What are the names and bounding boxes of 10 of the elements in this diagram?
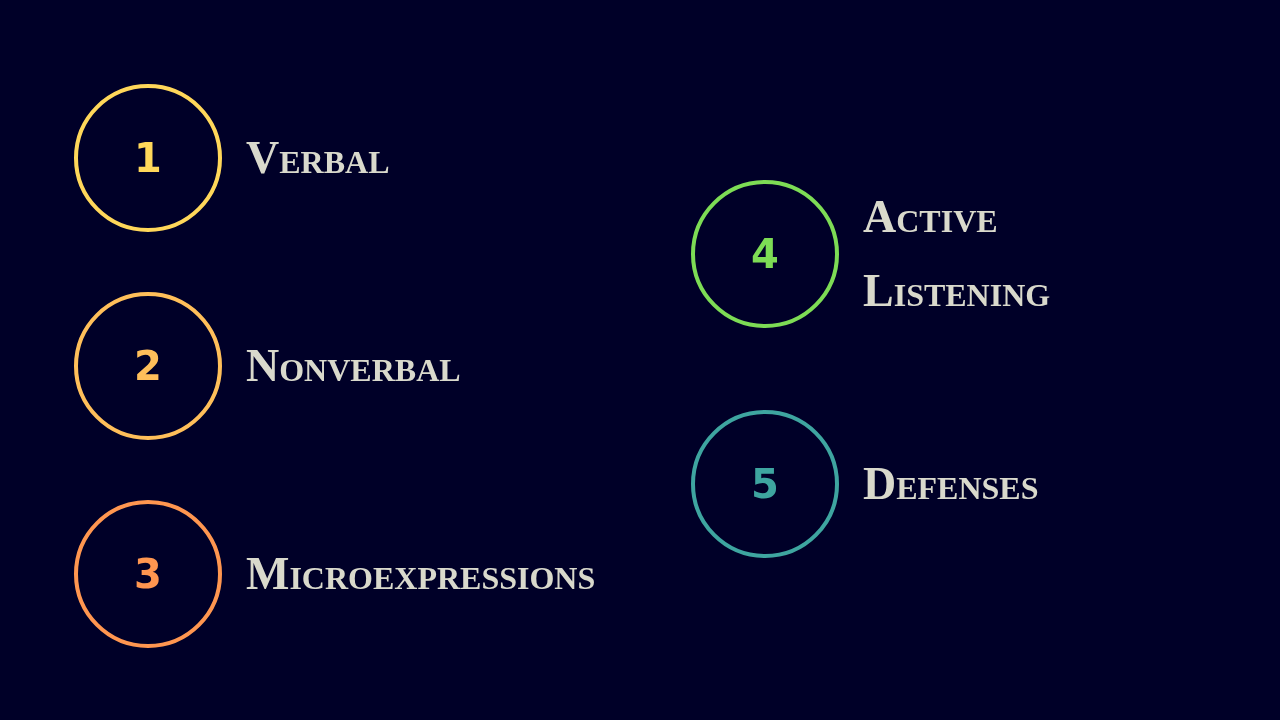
number-circle: 3 [74,500,222,648]
item-label: Verbal [246,131,390,185]
number-circle: 1 [74,84,222,232]
item-label: Nonverbal [246,339,461,393]
number-circle: 4 [691,180,839,328]
item-label: Defenses [863,457,1039,511]
item-label: Microexpressions [246,547,596,601]
number-circle: 5 [691,410,839,558]
item-label: Active Listening [863,190,1052,318]
number-circle: 2 [74,292,222,440]
